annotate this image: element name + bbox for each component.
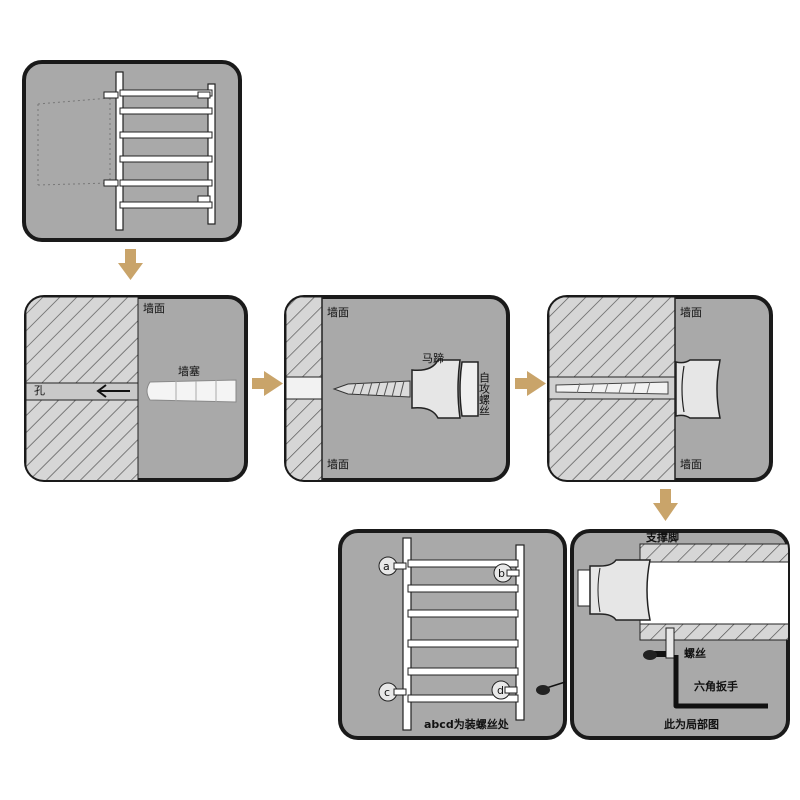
point-d-label: d: [497, 684, 504, 697]
support-leg-label: 支撑脚: [645, 530, 679, 544]
screw-label: 自攻螺丝: [478, 372, 491, 416]
wall-bottom-label: 墙面: [327, 457, 349, 471]
screw-points-caption: abcd为装螺丝处: [424, 717, 510, 731]
panel-2-drill-hole: 墙面 孔 墙塞: [24, 295, 248, 482]
arrow-down-icon: [653, 489, 678, 521]
panel-3-insert-screw: 墙面 墙面 马蹄 自攻螺丝: [284, 295, 510, 482]
wall-top-label: 墙面: [327, 305, 349, 319]
arrow-right-icon: [252, 371, 283, 396]
detail-caption: 此为局部图: [664, 717, 719, 731]
wall-label: 墙面: [143, 301, 165, 315]
arrow-down-icon: [118, 249, 143, 280]
towel-rack-icon: [37, 71, 216, 231]
hole-label: 孔: [34, 384, 45, 397]
panel-4-bracket-installed: 墙面 墙面: [547, 295, 773, 482]
point-a-label: a: [383, 560, 390, 573]
panel-5-mount-rack: a b c d abcd为装螺丝处: [338, 529, 567, 740]
wall-bottom-label: 墙面: [680, 457, 702, 471]
screw-label: 螺丝: [684, 646, 706, 660]
wall-top-label: 墙面: [680, 305, 702, 319]
point-c-label: c: [384, 686, 390, 699]
panel-6-detail-view: 支撑脚 螺丝 六角扳手 此为局部图: [570, 529, 790, 740]
bracket-label: 马蹄: [422, 351, 444, 365]
wall-plug-label: 墙塞: [178, 364, 200, 378]
panel-1-overview: [22, 60, 242, 242]
arrow-right-icon: [515, 371, 546, 396]
point-b-label: b: [498, 567, 505, 580]
hex-wrench-label: 六角扳手: [694, 679, 738, 693]
